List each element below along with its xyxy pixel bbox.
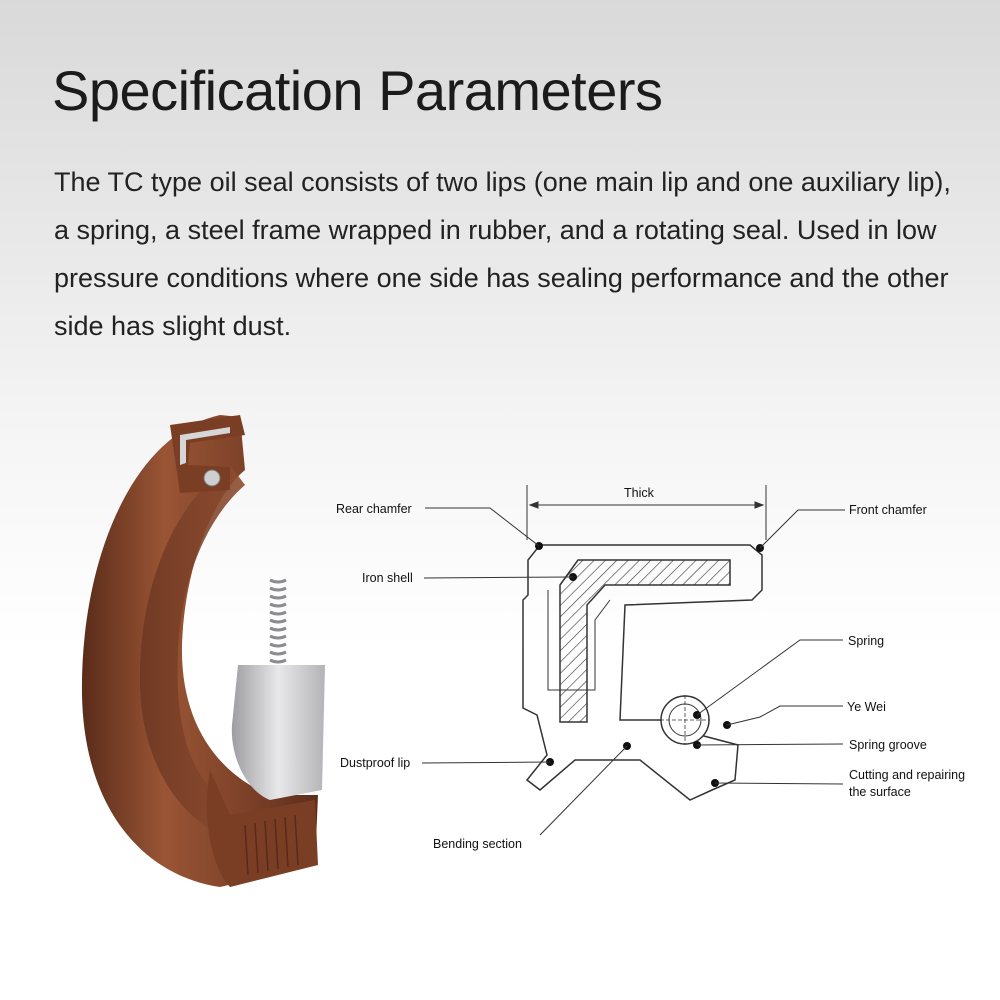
label-bending-section: Bending section <box>433 837 522 851</box>
label-rear-chamfer: Rear chamfer <box>336 502 412 516</box>
page-title: Specification Parameters <box>52 59 663 122</box>
label-dustproof-lip: Dustproof lip <box>340 756 410 770</box>
spring-circle <box>660 695 710 745</box>
thick-dimension <box>526 485 767 540</box>
seal-profile-outline <box>522 544 763 801</box>
seal-bottom-section <box>206 770 318 887</box>
spring-coil <box>269 578 287 664</box>
label-cutting-line2: the surface <box>849 785 911 799</box>
seal-inner-face <box>139 465 245 835</box>
seal-outer-ring <box>81 415 318 887</box>
description-text: The TC type oil seal consists of two lip… <box>54 167 951 341</box>
cross-section-diagram: Thick Rear chamfer Front chamfer Iron sh… <box>336 485 965 851</box>
label-front-chamfer: Front chamfer <box>849 503 927 517</box>
label-spring-groove: Spring groove <box>849 738 927 752</box>
label-thick: Thick <box>624 486 655 500</box>
label-cutting-line1: Cutting and repairing <box>849 768 965 782</box>
oil-seal-image <box>81 415 325 887</box>
label-ye-wei: Ye Wei <box>847 700 886 714</box>
iron-shell-shape <box>559 559 731 723</box>
label-spring: Spring <box>848 634 884 648</box>
leader-lines <box>421 507 845 836</box>
metal-insert <box>231 665 325 800</box>
label-iron-shell: Iron shell <box>362 571 413 585</box>
